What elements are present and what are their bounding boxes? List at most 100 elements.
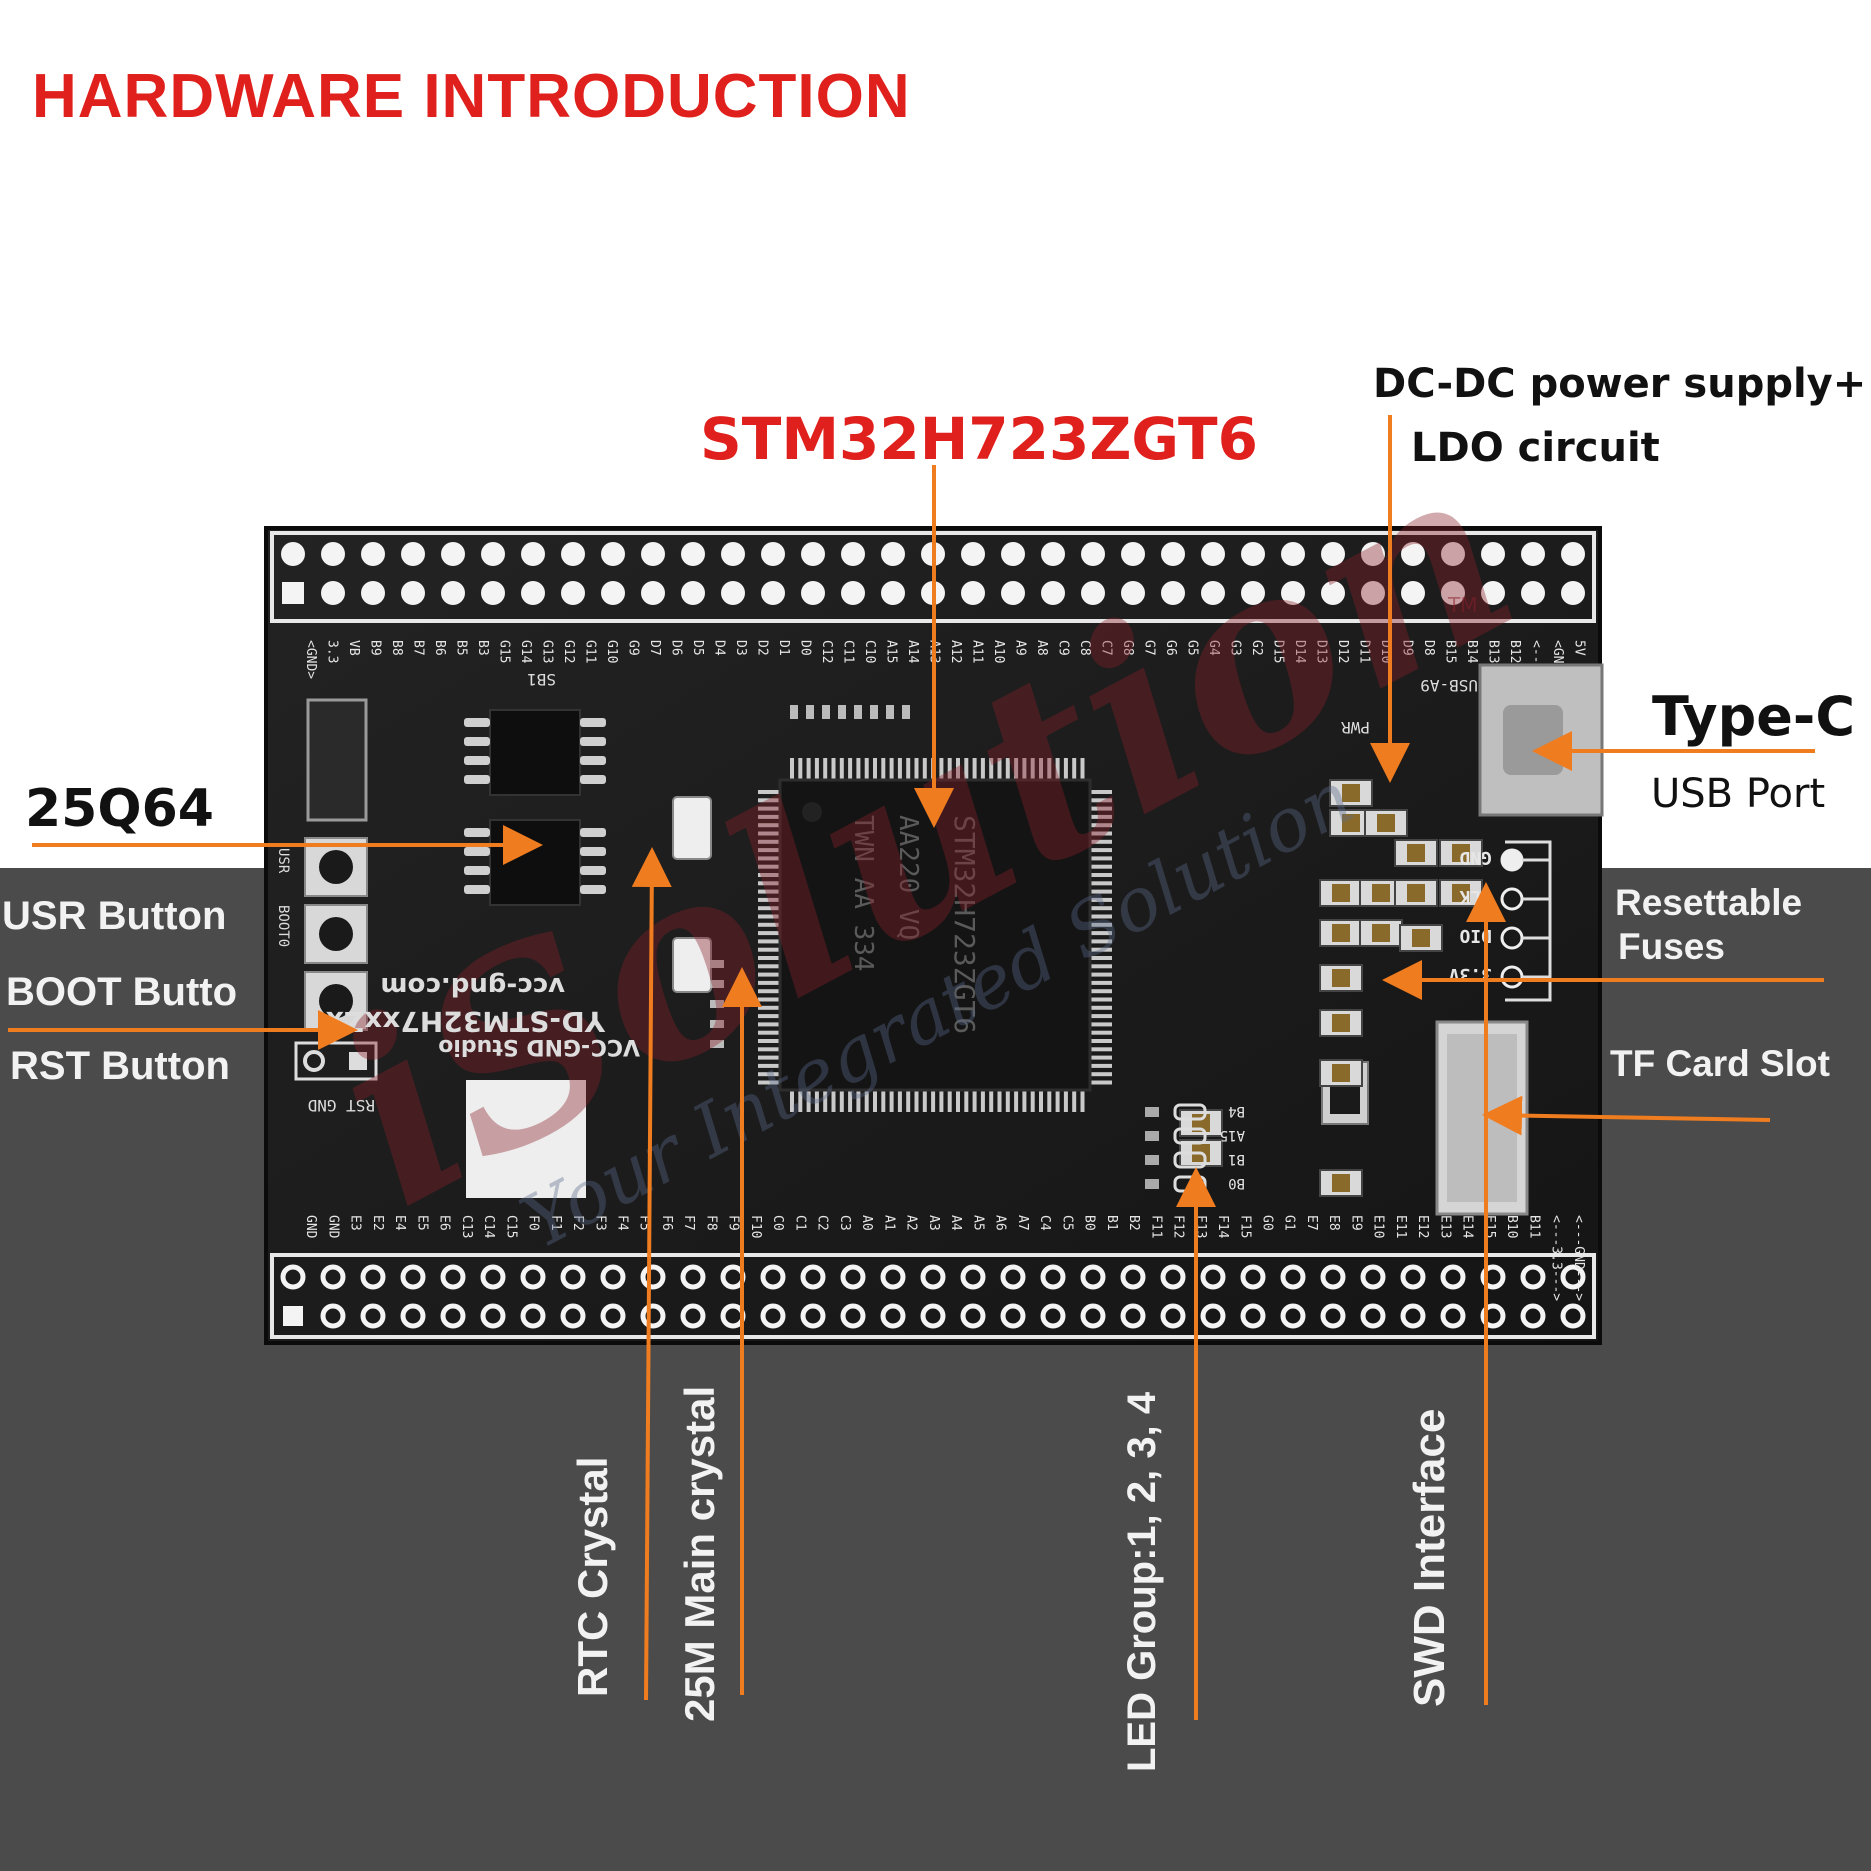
mcu-pin [1039,1090,1043,1112]
mcu-pin [1090,980,1112,985]
fuses-label-line2: Fuses [1618,926,1725,967]
top-pin-label: C10 [862,640,877,663]
bottom-pin-label: F8 [704,1215,719,1231]
header-pin [1520,1303,1546,1329]
header-pin [560,1264,586,1290]
flash-pin [580,885,606,894]
mcu-pin [758,1072,780,1077]
smd-part-body [1407,884,1425,902]
top-pin-label: B3 [475,640,490,656]
mcu-pin [906,758,911,780]
bottom-pin-label: E4 [392,1215,407,1231]
mcu-pin [1090,972,1112,977]
header-pin [601,581,625,605]
top-pin-label: A11 [969,640,984,663]
top-pin-label: D9 [1399,640,1414,656]
header-pin [1000,1303,1026,1329]
bottom-pin-label: B2 [1126,1215,1141,1231]
bottom-pin-label: GND [325,1215,340,1239]
dcdc-label-line1: DC-DC power supply+ [1373,361,1867,407]
top-pin-label: D12 [1335,640,1350,663]
header-pin [520,1264,546,1290]
mcu-pin [1090,922,1112,927]
header-pin [320,1264,346,1290]
mcu-pin [939,758,944,780]
mcu-label: STM32H723ZGT6 [700,405,1258,473]
mcu-pin [758,956,780,960]
header-pin [1361,542,1385,566]
header-pin [480,1303,506,1329]
mcu-pin [914,758,919,780]
header-pin [1320,1303,1346,1329]
header-pin [1201,581,1225,605]
mcu-pin [1090,931,1112,936]
header-pin [1160,1303,1186,1329]
flash-pin [464,756,490,765]
bottom-pin-label: C2 [815,1215,830,1231]
header-pin [561,542,585,566]
flash-pin [464,885,490,894]
boot0-silkscreen: BOOT0 [275,905,291,947]
top-pin-label: D8 [1421,640,1436,656]
bottom-pin-label: F0 [526,1215,541,1231]
header-pin [441,542,465,566]
mcu-pin [1090,956,1112,960]
top-pin-label: G12 [561,640,576,663]
header-pin [801,542,825,566]
bottom-pin-label: F11 [1148,1215,1163,1238]
board-model-silkscreen: YD-STM32H7xxZx [326,1005,606,1038]
header-pin [681,581,705,605]
header-pin [481,542,505,566]
header-pin [1241,542,1265,566]
rst-gnd-pads [294,1041,378,1081]
mcu-pin [758,814,780,819]
bottom-pin-label: C3 [837,1215,852,1231]
mcu-pin [947,758,952,780]
bottom-header-frame [270,1253,1596,1339]
header-pin [601,542,625,566]
mcu-pin [1090,939,1112,944]
header-pin [520,1303,546,1329]
mcu-pin [864,1090,869,1112]
smd-dot [710,1020,724,1028]
mcu-pin [1090,790,1112,794]
smd-dot [822,705,830,719]
mcu-pin [989,1090,994,1112]
mcu-pin [922,1090,927,1112]
top-pin-label: D1 [776,640,791,656]
bottom-pin-label: B1 [1104,1215,1119,1231]
boot-button-label: BOOT Butto [6,970,238,1014]
bottom-pin-label: F7 [681,1215,696,1231]
boot-button-graphic [304,904,368,964]
smd-part-body [1332,1174,1350,1192]
header-pin [961,542,985,566]
header-pin [1001,542,1025,566]
mcu-pin [758,931,780,936]
mcu-pin [1090,864,1112,869]
main-crystal-label: 25M Main crystal [676,1385,723,1722]
mcu-chip [758,758,1112,1112]
top-pin-label: G3 [1227,640,1242,656]
header-pin [361,542,385,566]
header-pin [1401,581,1425,605]
top-pin-label: G5 [1184,640,1199,656]
header-pin [1281,542,1305,566]
mcu-pin [1090,989,1112,994]
header-pin [961,581,985,605]
top-pin-label: B7 [410,640,425,656]
header-pin [441,581,465,605]
mcu-pin [806,758,811,780]
smd-dot [710,980,724,988]
mcu-pin [1047,758,1052,780]
smd-dot [886,705,894,719]
mcu-pin [1090,798,1112,803]
mcu-pin [1090,889,1112,894]
bottom-pin-label: B0 [1082,1215,1097,1231]
mcu-pin [1090,1063,1112,1068]
page-title: HARDWARE INTRODUCTION [32,62,911,131]
header-pin [320,1303,346,1329]
top-pin-label: G14 [518,640,533,664]
fuses-label-line1: Resettable [1615,882,1803,923]
top-pin-label: B15 [1442,640,1457,663]
mcu-pin [1090,964,1112,969]
